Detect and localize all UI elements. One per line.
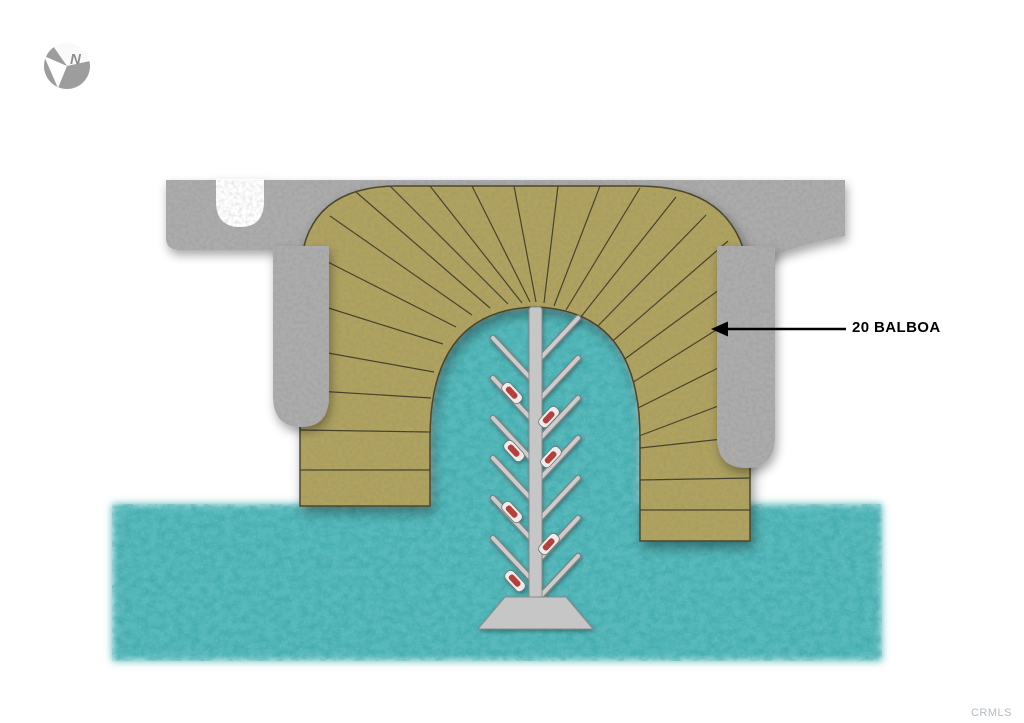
compass-arrow (44, 56, 67, 88)
property-label: 20 BALBOA (852, 319, 941, 336)
compass-highlight (53, 41, 90, 66)
dock (476, 306, 595, 630)
compass-letter: N (70, 51, 82, 68)
label-arrow (711, 321, 846, 337)
arrow-head (711, 321, 728, 337)
north-compass-icon: N (44, 41, 90, 89)
watermark: CRMLS (970, 707, 1012, 719)
dock-pier (528, 306, 543, 604)
dock-base (476, 596, 595, 630)
